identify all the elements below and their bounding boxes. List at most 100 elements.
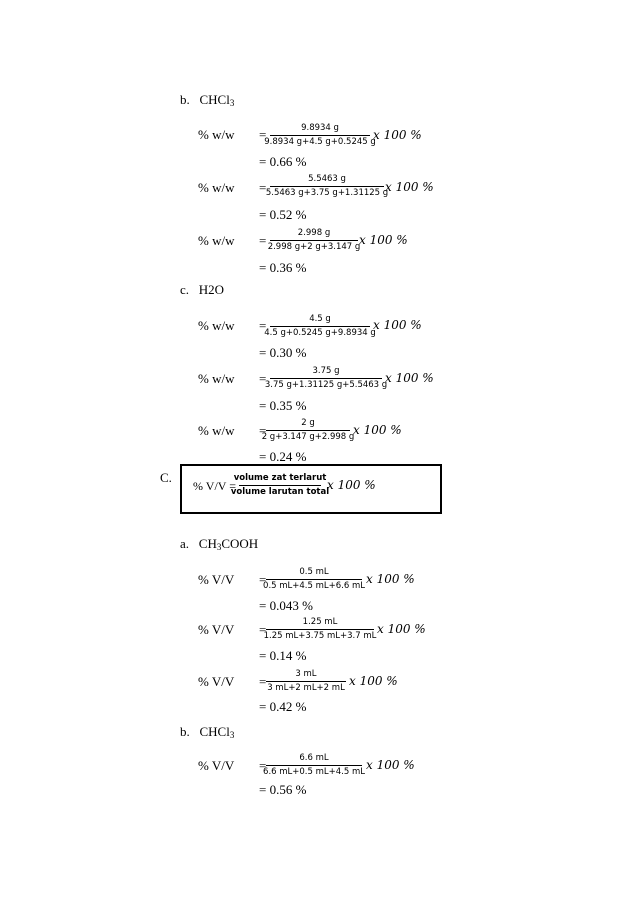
row-label: % V/V	[198, 572, 235, 587]
section-letter: b.	[180, 92, 190, 107]
equals-sign: =	[259, 622, 267, 637]
fraction: 3.75 g 3.75 g+1.31125 g+5.5463 g	[265, 366, 387, 389]
compound-name: CHCl	[199, 724, 230, 739]
multiplier: x 100 %	[349, 674, 398, 688]
fraction-bar	[270, 134, 370, 136]
multiplier: x 100 %	[385, 371, 434, 385]
fraction-bar	[266, 628, 374, 630]
fraction-numerator: 5.5463 g	[308, 174, 346, 184]
multiplier: x 100 %	[366, 758, 415, 772]
fraction-bar	[270, 325, 370, 327]
fraction-bar	[270, 239, 358, 241]
row-label: % w/w	[198, 233, 235, 248]
fraction: 2 g 2 g+3.147 g+2.998 g	[262, 418, 355, 441]
row-label: % w/w	[198, 180, 235, 195]
row-label: % w/w	[198, 371, 235, 386]
fraction-numerator: 2.998 g	[297, 228, 331, 238]
multiplier: x 100 %	[385, 180, 434, 194]
multiplier: x 100 %	[373, 128, 422, 142]
compound-subscript: 3	[229, 98, 235, 108]
compound-subscript: 3	[216, 542, 222, 552]
fraction: 5.5463 g 5.5463 g+3.75 g+1.31125 g	[266, 174, 388, 197]
fraction-numerator: 1.25 mL	[302, 617, 338, 627]
fraction-bar	[266, 764, 362, 766]
formula-numerator: volume zat terlarut	[233, 473, 327, 483]
result: = 0.35 %	[259, 398, 307, 413]
fraction: 1.25 mL 1.25 mL+3.75 mL+3.7 mL	[263, 617, 377, 641]
fraction-bar	[270, 185, 384, 187]
row-label: % V/V	[198, 622, 235, 637]
result: = 0.42 %	[259, 699, 307, 714]
fraction: 6.6 mL 6.6 mL+0.5 mL+4.5 mL	[263, 753, 365, 777]
fraction: 3 mL 3 mL+2 mL+2 mL	[266, 670, 346, 692]
result: = 0.24 %	[259, 449, 307, 464]
fraction-denominator: 6.6 mL+0.5 mL+4.5 mL	[263, 766, 365, 777]
result: = 0.14 %	[259, 648, 307, 663]
compound-name: H2O	[198, 282, 225, 297]
fraction-denominator: 2 g+3.147 g+2.998 g	[261, 431, 355, 442]
equals-sign: =	[259, 180, 267, 195]
section-letter: b.	[180, 724, 190, 739]
formula-fraction: volume zat terlarut volume larutan total	[231, 474, 329, 496]
equals-sign: =	[259, 674, 267, 689]
fraction-numerator: 3.75 g	[312, 366, 340, 376]
fraction-denominator: 3.75 g+1.31125 g+5.5463 g	[264, 379, 388, 390]
fraction-denominator: 3 mL+2 mL+2 mL	[267, 682, 345, 693]
row-label: % V/V	[198, 758, 235, 773]
equals-sign: =	[259, 233, 267, 248]
formula-label: % V/V =	[193, 479, 236, 493]
section-C-letter: C.	[160, 470, 172, 485]
section-letter: c.	[180, 282, 190, 297]
equals-sign: =	[259, 758, 267, 773]
result: = 0.36 %	[259, 260, 307, 275]
section-c-heading: c. H2O	[180, 282, 224, 298]
fraction-bar	[239, 484, 321, 486]
result: = 0.56 %	[259, 782, 307, 797]
formula-denominator: volume larutan total	[230, 486, 330, 497]
fraction-denominator: 2.998 g+2 g+3.147 g	[267, 241, 361, 252]
fraction-bar	[270, 377, 382, 379]
equals-sign: =	[259, 572, 267, 587]
multiplier: x 100 %	[359, 233, 408, 247]
formula-box: % V/V = volume zat terlarut volume larut…	[180, 464, 442, 514]
fraction-denominator: 9.8934 g+4.5 g+0.5245 g	[264, 136, 376, 147]
fraction-numerator: 0.5 mL	[299, 567, 329, 577]
fraction-bar	[266, 578, 362, 580]
fraction-bar	[266, 680, 346, 682]
equals-sign: =	[259, 371, 267, 386]
section-letter: a.	[180, 536, 190, 551]
section-a-heading: a. CH3COOH	[180, 536, 258, 552]
row-label: % w/w	[198, 423, 235, 438]
compound-name-suffix: COOH	[221, 536, 259, 551]
compound-subscript: 3	[229, 730, 235, 740]
multiplier: x 100 %	[327, 478, 376, 492]
fraction-denominator: 1.25 mL+3.75 mL+3.7 mL	[263, 630, 377, 641]
multiplier: x 100 %	[377, 622, 426, 636]
fraction-numerator: 6.6 mL	[299, 753, 329, 763]
result: = 0.52 %	[259, 207, 307, 222]
fraction: 0.5 mL 0.5 mL+4.5 mL+6.6 mL	[263, 567, 365, 591]
fraction-denominator: 0.5 mL+4.5 mL+6.6 mL	[263, 580, 365, 591]
equals-sign: =	[259, 318, 267, 333]
result: = 0.30 %	[259, 345, 307, 360]
fraction: 2.998 g 2.998 g+2 g+3.147 g	[267, 228, 361, 252]
equals-sign: =	[259, 127, 267, 142]
row-label: % w/w	[198, 127, 235, 142]
fraction-numerator: 3 mL	[295, 669, 317, 679]
compound-name: CHCl	[199, 92, 230, 107]
section-b2-heading: b. CHCl3	[180, 724, 234, 740]
multiplier: x 100 %	[353, 423, 402, 437]
result: = 0.043 %	[259, 598, 313, 613]
fraction-numerator: 9.8934 g	[301, 123, 339, 133]
fraction-numerator: 2 g	[301, 418, 315, 428]
fraction: 4.5 g 4.5 g+0.5245 g+9.8934 g	[264, 314, 376, 337]
result: = 0.66 %	[259, 154, 307, 169]
section-b-heading: b. CHCl3	[180, 92, 234, 108]
row-label: % w/w	[198, 318, 235, 333]
equals-sign: =	[259, 423, 267, 438]
compound-name: CH	[198, 536, 217, 551]
fraction-numerator: 4.5 g	[309, 314, 331, 324]
fraction-bar	[266, 429, 350, 431]
fraction-denominator: 4.5 g+0.5245 g+9.8934 g	[264, 327, 376, 338]
multiplier: x 100 %	[366, 572, 415, 586]
